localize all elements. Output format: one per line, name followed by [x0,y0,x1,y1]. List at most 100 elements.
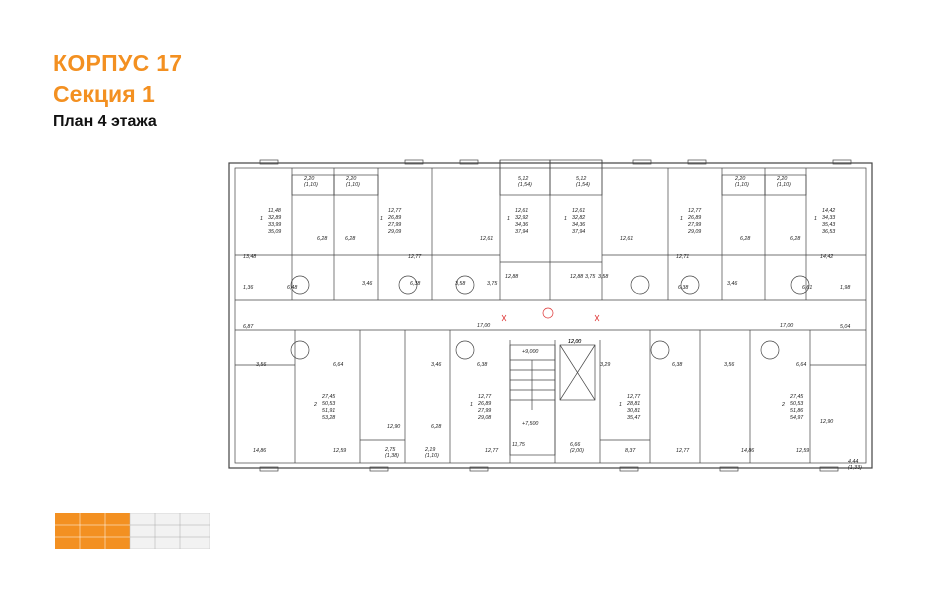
apartment-area: 30,81 [627,408,640,414]
balcony-reduced-area: (1,33) [848,465,862,471]
apartment-area: 35,43 [822,222,835,228]
apartment-rooms: 1 [680,216,683,222]
balcony-area: 2,20 [345,176,356,182]
plan-structure [228,159,873,472]
room-area: 3,46 [362,281,372,287]
room-area: 6,28 [431,424,441,430]
room-area: 6,38 [672,362,682,368]
balcony-area: 2,19 [424,447,435,453]
room-area: 3,75 [585,274,595,280]
room-area: 6,61 [802,285,812,291]
apartment-area: 34,36 [572,222,585,228]
room-area: 3,56 [256,362,266,368]
room-area: 8,37 [625,448,636,454]
room-area: 6,28 [790,236,800,242]
balcony-area: 5,12 [576,176,586,182]
room-area: 5,04 [840,324,850,330]
room-area: 3,56 [724,362,734,368]
apartment-rooms: 1 [814,216,817,222]
apartment-area: 11,48 [268,208,281,214]
apartment-area: 34,36 [515,222,528,228]
apartment-area: 37,94 [572,229,585,235]
apartment-area: 29,09 [387,229,401,235]
apartment-area: 35,09 [268,229,281,235]
room-area: 3,75 [487,281,497,287]
room-area: 6,48 [287,285,297,291]
room-area: 3,58 [455,281,465,287]
balcony-area: 2,20 [776,176,787,182]
room-area: 6,38 [477,362,487,368]
apartment-area: 34,33 [822,215,835,221]
apartment-rooms: 1 [380,216,383,222]
apartment-area: 37,94 [515,229,528,235]
apartment-rooms: 1 [470,402,473,408]
apartment-area: 26,89 [687,215,701,221]
apartment-rooms: 1 [260,216,263,222]
balcony-reduced-area: (2,00) [570,448,584,454]
room-area: 3,58 [598,274,608,280]
room-area: 11,75 [512,442,525,448]
room-area: 6,38 [410,281,420,287]
floor-plan-title: План 4 этажа [53,113,157,130]
room-area: 1,98 [840,285,850,291]
balcony-area: 2,75 [384,447,395,453]
apartment-area: 29,09 [687,229,701,235]
room-area: 13,48 [243,254,256,260]
balcony-area: 6,66 [570,442,580,448]
room-area: 14,42 [820,254,833,260]
balcony-reduced-area: (1,10) [425,453,439,459]
apartment-area: 27,45 [789,394,803,400]
room-area: 12,77 [676,448,690,454]
room-area: 12,77 [408,254,422,260]
room-area: 12,77 [485,448,499,454]
room-area: 6,28 [345,236,355,242]
apartment-area: 53,28 [322,415,335,421]
balcony-reduced-area: (1,54) [576,182,590,188]
room-area: 12,59 [796,448,809,454]
room-area: 12,00 [568,339,581,345]
apartment-labels: 111,4832,8933,9935,09112,7726,8927,9929,… [260,208,835,421]
apartment-area: 50,53 [790,401,803,407]
corridor-markers [501,307,600,322]
apartment-rooms: 1 [619,402,622,408]
room-area: 12,88 [505,274,518,280]
room-area: 6,87 [243,324,254,330]
room-area: 6,38 [678,285,688,291]
apartment-rooms: 2 [313,402,317,408]
apartment-area: 26,89 [387,215,401,221]
room-area: 17,00 [477,323,490,329]
section-key-map [55,513,210,549]
apartment-area: 12,61 [572,208,585,214]
elevation-upper: +9,000 [522,349,538,355]
apartment-rooms: 2 [781,402,785,408]
room-area: 12,61 [480,236,493,242]
room-area: 6,28 [740,236,750,242]
apartment-rooms: 1 [507,216,510,222]
room-area: 6,64 [333,362,343,368]
balcony-area: 2,20 [303,176,314,182]
apartment-area: 12,77 [627,394,641,400]
balcony-reduced-area: (1,54) [518,182,532,188]
balcony-area: 5,12 [518,176,528,182]
room-area: 1,36 [243,285,253,291]
apartment-area: 51,91 [322,408,335,414]
apartment-area: 12,77 [388,208,402,214]
apartment-area: 32,92 [515,215,528,221]
balcony-area: 4,44 [848,459,858,465]
room-area: 6,64 [796,362,806,368]
balcony-area: 2,20 [734,176,745,182]
apartment-area: 29,08 [477,415,491,421]
building-title: КОРПУС 17 [53,50,183,76]
balcony-reduced-area: (1,10) [304,182,318,188]
room-area: 12,00 [568,339,581,345]
room-area: 14,86 [253,448,266,454]
apartment-area: 28,81 [626,401,640,407]
balcony-reduced-area: (1,10) [735,182,749,188]
room-area: 3,46 [431,362,441,368]
balcony-reduced-area: (1,38) [385,453,399,459]
apartment-area: 32,82 [572,215,585,221]
balcony-labels: 2,20(1,10)2,20(1,10)5,12(1,54)5,12(1,54)… [303,176,862,471]
balcony-reduced-area: (1,10) [777,182,791,188]
apartment-area: 50,53 [322,401,335,407]
